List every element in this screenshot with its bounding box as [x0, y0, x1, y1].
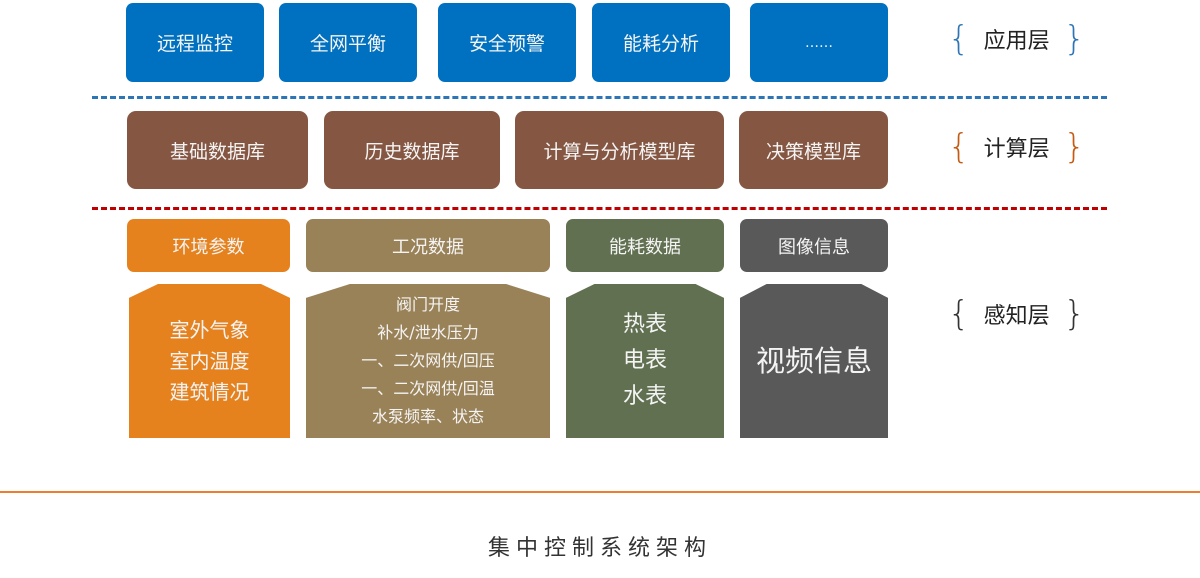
- figure-caption: 集中控制系统架构: [487, 536, 712, 561]
- list-item: 热表: [622, 311, 667, 337]
- list-item: 建筑情况: [169, 379, 250, 404]
- list-item: 一、二次网供/回压: [361, 351, 495, 370]
- right-brace-icon: }: [1063, 127, 1086, 167]
- list-item: 阀门开度: [395, 295, 460, 314]
- layer-name: 应用层: [983, 29, 1050, 54]
- group-energy-title: 能耗数据: [566, 219, 724, 272]
- list-item: 补水/泄水压力: [377, 323, 479, 342]
- left-brace-icon: {: [948, 19, 970, 59]
- right-brace-icon: }: [1063, 19, 1086, 59]
- divider-computing-perception: [92, 207, 1107, 210]
- right-brace-icon: }: [1063, 294, 1086, 334]
- application-layer-label: { 应用层 }: [948, 22, 1085, 56]
- db-analysis-model: 计算与分析模型库: [515, 111, 724, 189]
- left-brace-icon: {: [948, 294, 970, 334]
- computing-layer-label: { 计算层 }: [948, 130, 1085, 164]
- group-operating-items: 阀门开度 补水/泄水压力 一、二次网供/回压 一、二次网供/回温 水泵频率、状态: [306, 284, 550, 438]
- db-decision-model: 决策模型库: [739, 111, 888, 189]
- group-operating-title: 工况数据: [306, 219, 550, 272]
- perception-layer-label: { 感知层 }: [948, 297, 1085, 331]
- bottom-divider: [0, 491, 1200, 493]
- left-brace-icon: {: [948, 127, 970, 167]
- app-more: ……: [750, 3, 888, 82]
- divider-application-computing: [92, 96, 1107, 99]
- list-item: 水表: [622, 384, 667, 410]
- layer-name: 计算层: [983, 137, 1050, 162]
- app-network-balance: 全网平衡: [279, 3, 417, 82]
- list-item: 水泵频率、状态: [371, 407, 484, 426]
- app-safety-warning: 安全预警: [438, 3, 576, 82]
- group-image-title: 图像信息: [740, 219, 888, 272]
- list-item: 视频信息: [755, 343, 872, 378]
- list-item: 室外气象: [169, 317, 250, 342]
- list-item: 一、二次网供/回温: [361, 379, 495, 398]
- app-energy-analysis: 能耗分析: [592, 3, 730, 82]
- group-image-items: 视频信息: [740, 284, 888, 438]
- group-environment-title: 环境参数: [127, 219, 290, 272]
- list-item: 电表: [622, 347, 667, 373]
- db-basic: 基础数据库: [127, 111, 308, 189]
- layer-name: 感知层: [983, 304, 1050, 329]
- group-environment-items: 室外气象 室内温度 建筑情况: [129, 284, 290, 438]
- group-energy-items: 热表 电表 水表: [566, 284, 724, 438]
- list-item: 室内温度: [169, 348, 250, 373]
- db-history: 历史数据库: [324, 111, 500, 189]
- app-remote-monitoring: 远程监控: [126, 3, 264, 82]
